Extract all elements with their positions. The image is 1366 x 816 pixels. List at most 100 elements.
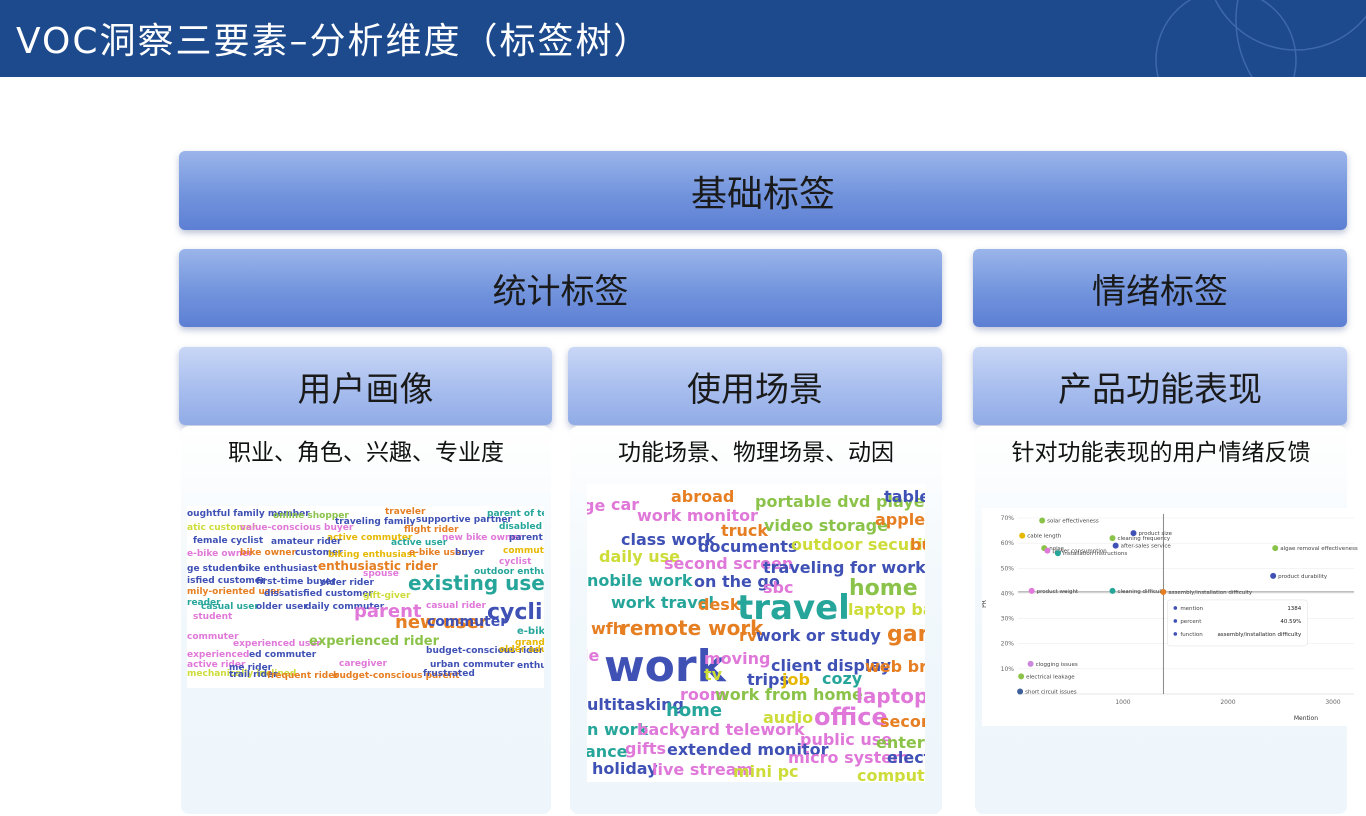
cloud-word: ultitasking <box>587 695 684 714</box>
cloud-word: work monitor <box>637 506 758 525</box>
cloud-word: extended monitor <box>667 740 829 759</box>
product-box: 产品功能表现 <box>973 347 1347 425</box>
cloud-word: mini pc <box>733 762 799 781</box>
cloud-word: caregiver <box>339 659 387 669</box>
cloud-word: rv <box>739 626 758 645</box>
cloud-word: older rider <box>320 578 374 588</box>
cloud-word: commuter rider <box>503 546 544 556</box>
cloud-word: value-conscious buyer <box>240 523 354 533</box>
x-axis-label: Mention <box>1294 715 1318 722</box>
cloud-word: class work <box>621 530 716 549</box>
cloud-word: video storage <box>764 516 888 535</box>
tooltip-bullet <box>1173 619 1178 623</box>
cloud-word: ed commuter <box>249 650 317 660</box>
tooltip-value: 40.59% <box>1280 619 1301 625</box>
header-banner: VOC洞察三要素–分析维度（标签树） <box>0 0 1366 77</box>
cloud-word: isfied customer <box>187 576 266 586</box>
cloud-word: home off <box>849 576 925 601</box>
cloud-word: secon <box>880 712 925 731</box>
cloud-word: urban commuter <box>430 660 515 670</box>
cloud-word: micro system <box>788 748 909 767</box>
cloud-word: experienced user <box>233 639 321 649</box>
cloud-word: gifts <box>625 739 667 758</box>
y-tick-label: 20% <box>1001 641 1015 648</box>
product-subtitle: 针对功能表现的用户情绪反馈 <box>1011 440 1311 466</box>
data-point-label: assembly/installation difficulty <box>1168 590 1253 596</box>
data-point <box>1028 587 1035 594</box>
cloud-word: documents <box>698 537 798 556</box>
cloud-word: trail rider <box>229 670 278 680</box>
y-tick-label: 10% <box>1001 666 1015 673</box>
cloud-word: gift-giver <box>363 591 411 601</box>
persona-box: 用户画像 <box>179 347 552 425</box>
cloud-word: office <box>814 703 888 731</box>
cloud-word: me rider <box>229 663 273 673</box>
cloud-word: commuter <box>427 614 508 630</box>
y-axis-label: PR <box>982 600 988 608</box>
cloud-word: laptop <box>856 684 925 708</box>
cloud-word: parent or <box>509 533 544 543</box>
tooltip-bullet <box>1173 632 1178 636</box>
cloud-word: buyer <box>455 548 485 558</box>
cloud-word: outdoor enthusiast <box>474 567 544 577</box>
page-title: VOC洞察三要素–分析维度（标签树） <box>16 21 652 62</box>
data-point-label: noise <box>1049 546 1064 552</box>
cloud-word: older user <box>256 602 308 612</box>
cloud-word: table <box>884 487 925 506</box>
cloud-word: mechanically inclined <box>187 669 297 679</box>
data-point <box>1044 547 1051 554</box>
data-point-label: algae removal effectiveness <box>1280 546 1358 552</box>
data-point-label: short circuit issues <box>1025 689 1077 695</box>
cloud-word: gaming <box>887 622 925 647</box>
cloud-word: work or study <box>756 626 881 645</box>
cloud-word: supportive partner <box>416 515 512 525</box>
cloud-word: frequent rider <box>267 671 339 681</box>
cloud-word: frustrated <box>423 669 475 679</box>
tooltip-bullet <box>1173 606 1178 610</box>
scene-label: 使用场景 <box>687 369 823 410</box>
cloud-word: ge student <box>187 564 243 574</box>
cloud-word: ge <box>587 496 606 515</box>
cloud-word: traveler <box>385 507 426 517</box>
cloud-word: computer s <box>857 766 925 783</box>
cloud-word: parent <box>354 601 422 622</box>
product-label: 产品功能表现 <box>1058 369 1262 410</box>
basic-tags-label: 基础标签 <box>690 173 835 215</box>
data-point-label: after-sales service <box>1121 544 1172 550</box>
data-point <box>1272 545 1279 552</box>
data-point <box>1027 660 1034 667</box>
cloud-word: le <box>587 646 600 665</box>
cloud-word: student <box>193 612 233 622</box>
cloud-word: sbc <box>763 578 794 597</box>
x-tick-label: 1000 <box>1115 699 1130 706</box>
y-tick-label: 50% <box>1001 565 1015 572</box>
cloud-word: portable dvd player <box>755 492 925 511</box>
data-point-label: cleaning frequency <box>1118 536 1171 542</box>
cloud-word: enterta <box>876 733 925 752</box>
decorative-circles <box>1155 0 1366 77</box>
cloud-word: reader <box>187 598 221 608</box>
data-point-label: installation instructions <box>1063 551 1127 557</box>
emotion-tags-box: 情绪标签 <box>973 249 1347 327</box>
cloud-word: trips <box>747 670 789 689</box>
cloud-word: bike owner <box>240 548 296 558</box>
cloud-word: wfh <box>591 619 625 638</box>
data-point-label: product weight <box>1037 589 1079 595</box>
cloud-word: laptop bag <box>848 600 925 619</box>
data-point-label: product durability <box>1278 574 1328 580</box>
persona-subtitle: 职业、角色、兴趣、专业度 <box>228 440 504 466</box>
cloud-word: holiday <box>592 759 658 778</box>
cloud-word: desk <box>698 595 741 614</box>
y-tick-label: 60% <box>1001 540 1015 547</box>
cloud-word: web brows <box>865 657 925 676</box>
cloud-word: experienced rider <box>309 634 440 649</box>
cloud-word: client display <box>771 656 892 675</box>
tooltip-key: percent <box>1180 619 1202 625</box>
x-tick-label: 2000 <box>1220 699 1235 706</box>
cloud-word: budget-conscious parent <box>333 671 460 681</box>
cloud-word: car <box>611 495 640 514</box>
cloud-word: atic customer <box>187 523 257 533</box>
data-point <box>1039 517 1046 524</box>
cloud-word: customer <box>295 548 343 558</box>
data-point <box>1019 532 1026 539</box>
